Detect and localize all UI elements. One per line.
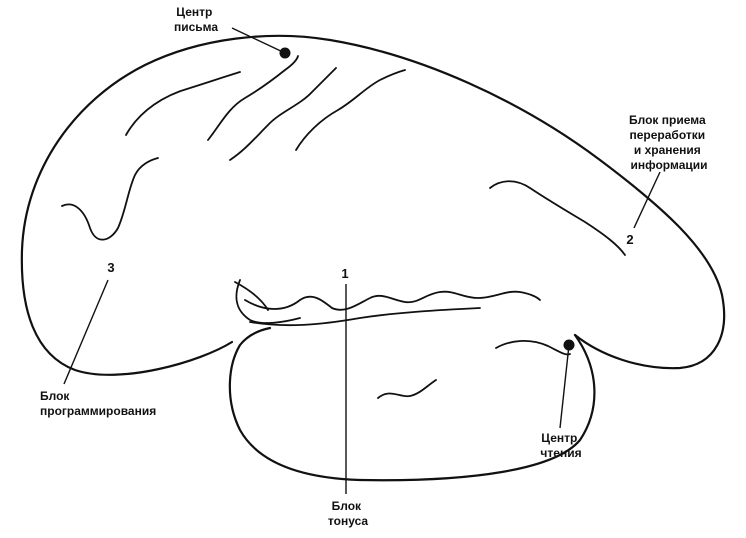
writing-center-label: Центр письма xyxy=(174,5,218,34)
gyrus-line xyxy=(229,67,337,161)
gyrus-line xyxy=(295,69,406,151)
block-number-1: 1 xyxy=(341,266,348,281)
fissure-lower-edge xyxy=(249,307,481,327)
reading-center-label: Центр чтения xyxy=(540,431,581,460)
gyrus-line xyxy=(125,71,241,136)
programming-block-label: Блок программирования xyxy=(40,389,156,418)
brain-outline xyxy=(20,34,726,376)
temporal-lobe-outline xyxy=(228,326,596,482)
gyrus-line xyxy=(207,55,299,141)
tonus-block-label: Блок тонуса xyxy=(328,499,368,528)
reading-center-leader xyxy=(559,344,570,429)
gyrus-line xyxy=(489,180,626,256)
writing-center-leader xyxy=(231,27,286,54)
reception-block-label: Блок приема переработки и хранения инфор… xyxy=(629,113,709,172)
reception-block-leader xyxy=(633,171,661,229)
block-number-2: 2 xyxy=(626,232,633,247)
gyrus-line xyxy=(61,157,159,241)
lateral-fissure xyxy=(234,279,301,324)
programming-block-leader xyxy=(63,279,109,385)
gyrus-line xyxy=(495,340,571,356)
gyrus-line xyxy=(377,379,437,399)
lateral-fissure-edge xyxy=(244,290,541,311)
block-number-3: 3 xyxy=(107,260,114,275)
